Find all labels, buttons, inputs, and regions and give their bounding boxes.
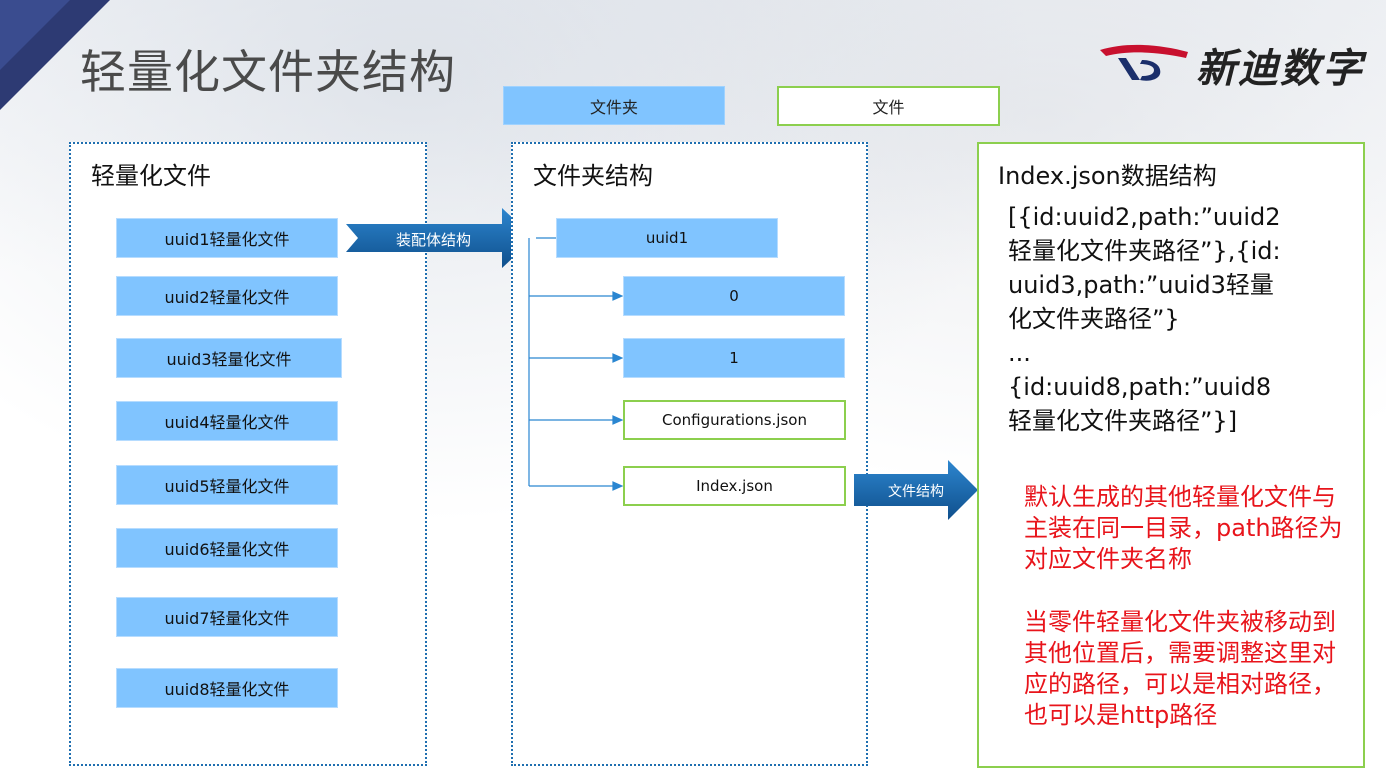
- folder-1: 1: [623, 338, 845, 378]
- note-default-path: 默认生成的其他轻量化文件与主装在同一目录，path路径为对应文件夹名称: [1024, 483, 1343, 573]
- file-uuid7: uuid7轻量化文件: [116, 597, 338, 637]
- light-files-title: 轻量化文件: [91, 162, 211, 190]
- file-uuid1: uuid1轻量化文件: [116, 218, 338, 258]
- file-uuid6: uuid6轻量化文件: [116, 528, 338, 568]
- file-index-json: Index.json: [623, 466, 846, 506]
- file-uuid8: uuid8轻量化文件: [116, 668, 338, 708]
- assembly-arrow: [346, 208, 534, 268]
- legend-file: 文件: [777, 86, 1000, 126]
- file-structure-arrow: [854, 460, 978, 520]
- index-json-panel: [977, 142, 1365, 768]
- file-uuid3: uuid3轻量化文件: [116, 338, 342, 378]
- file-structure-arrow-label: 文件结构: [888, 484, 944, 500]
- legend-folder: 文件夹: [503, 86, 725, 125]
- logo-mark-icon: [1100, 44, 1188, 81]
- folder-structure-title: 文件夹结构: [533, 162, 653, 190]
- file-uuid2: uuid2轻量化文件: [116, 276, 338, 316]
- file-uuid5: uuid5轻量化文件: [116, 465, 338, 505]
- logo-text: 新迪数字: [1196, 45, 1364, 92]
- note-moved-path: 当零件轻量化文件夹被移动到其他位置后，需要调整这里对应的路径，可以是相对路径，也…: [1024, 608, 1336, 729]
- file-configurations-json: Configurations.json: [623, 400, 846, 440]
- page-title: 轻量化文件夹结构: [80, 45, 456, 99]
- tree-connectors: [528, 237, 624, 491]
- folder-uuid1: uuid1: [556, 218, 778, 258]
- index-json-content: [{id:uuid2,path:”uuid2轻量化文件夹路径”},{id:uui…: [1008, 203, 1281, 435]
- assembly-arrow-label: 装配体结构: [396, 231, 472, 249]
- folder-0: 0: [623, 276, 845, 316]
- corner-decoration: [0, 0, 110, 110]
- index-json-title: Index.json数据结构: [998, 162, 1217, 190]
- file-uuid4: uuid4轻量化文件: [116, 401, 338, 441]
